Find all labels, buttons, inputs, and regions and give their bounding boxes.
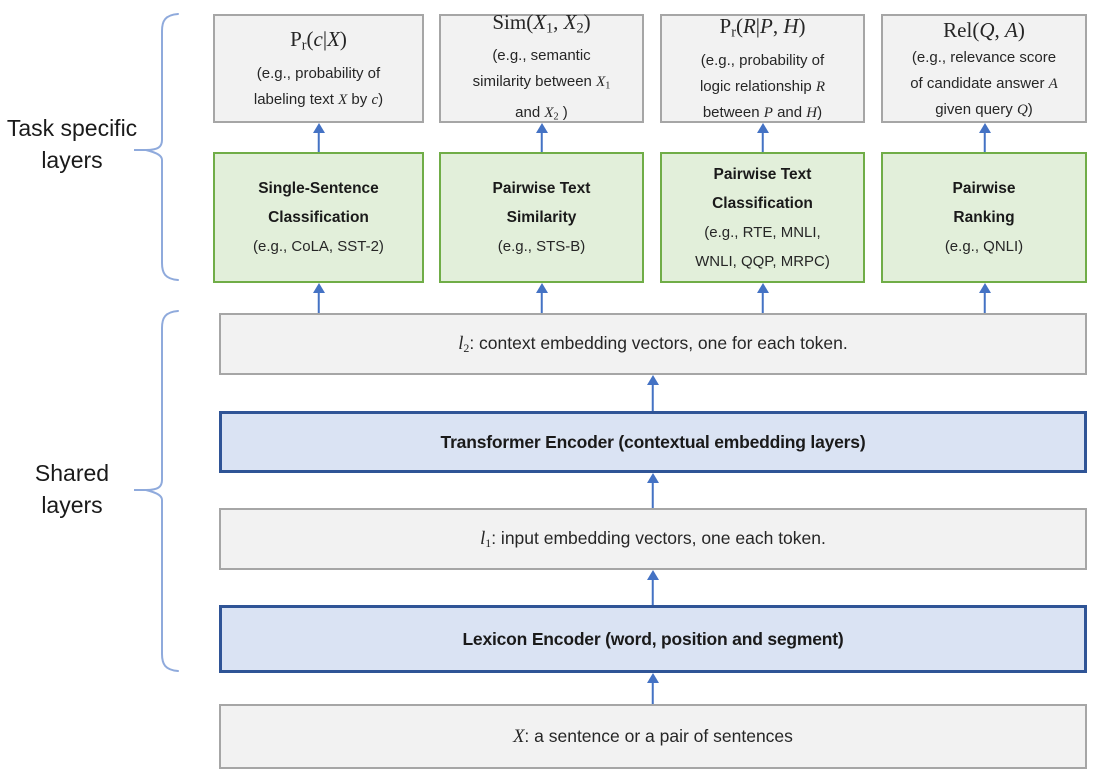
arrow-up-icon: [756, 283, 769, 313]
arrow-up-icon: [646, 473, 659, 508]
arrow-up-icon: [646, 375, 659, 411]
arrow-up-icon: [646, 570, 659, 605]
transformer-encoder-label: Transformer Encoder (contextual embeddin…: [440, 431, 866, 452]
arrow-up-icon: [312, 123, 325, 152]
arrow-up-icon: [978, 283, 991, 313]
task-specific-brace-icon: [134, 13, 179, 281]
task-box-pairwise-ranking: Pairwise Ranking (e.g., QNLI): [881, 152, 1087, 283]
task-title: Pairwise Text Similarity: [492, 180, 591, 226]
task-box-pairwise-text-classification: Pairwise Text Classification (e.g., RTE,…: [660, 152, 865, 283]
output-formula: Pr(R|P, H): [719, 14, 806, 41]
arrow-up-icon: [535, 123, 548, 152]
arrow-up-icon: [978, 123, 991, 152]
task-title: Pairwise Ranking: [952, 180, 1016, 226]
l2-context-embedding-box: l2: context embedding vectors, one for e…: [219, 313, 1087, 375]
input-label: X: a sentence or a pair of sentences: [513, 725, 793, 747]
lexicon-encoder-box: Lexicon Encoder (word, position and segm…: [219, 605, 1087, 673]
task-title: Single-Sentence Classification: [258, 180, 379, 226]
l2-label: l2: context embedding vectors, one for e…: [458, 332, 848, 355]
arrow-up-icon: [312, 283, 325, 313]
task-examples: (e.g., CoLA, SST-2): [253, 238, 384, 255]
task-box-single-sentence-classification: Single-Sentence Classification (e.g., Co…: [213, 152, 424, 283]
task-examples: (e.g., QNLI): [944, 238, 1024, 255]
transformer-encoder-box: Transformer Encoder (contextual embeddin…: [219, 411, 1087, 473]
task-specific-layers-label: Task specific layers: [6, 115, 138, 173]
task-examples: (e.g., STS-B): [497, 238, 586, 255]
task-title: Pairwise Text Classification: [712, 165, 813, 212]
output-formula: Sim(X1, X2): [492, 9, 591, 37]
output-formula: Pr(c|X): [290, 27, 347, 54]
arrow-up-icon: [756, 123, 769, 152]
output-formula: Rel(Q, A): [943, 17, 1025, 42]
arrow-up-icon: [535, 283, 548, 313]
task-box-pairwise-text-similarity: Pairwise Text Similarity (e.g., STS-B): [439, 152, 644, 283]
shared-layers-label: Shared layers: [34, 460, 110, 518]
shared-layers-brace-icon: [134, 310, 179, 672]
task-examples: (e.g., RTE, MNLI, WNLI, QQP, MRPC): [695, 223, 830, 270]
arrow-up-icon: [646, 673, 659, 704]
l1-label: l1: input embedding vectors, one each to…: [480, 527, 826, 550]
l1-input-embedding-box: l1: input embedding vectors, one each to…: [219, 508, 1087, 570]
lexicon-encoder-label: Lexicon Encoder (word, position and segm…: [462, 628, 844, 649]
input-sentence-box: X: a sentence or a pair of sentences: [219, 704, 1087, 769]
